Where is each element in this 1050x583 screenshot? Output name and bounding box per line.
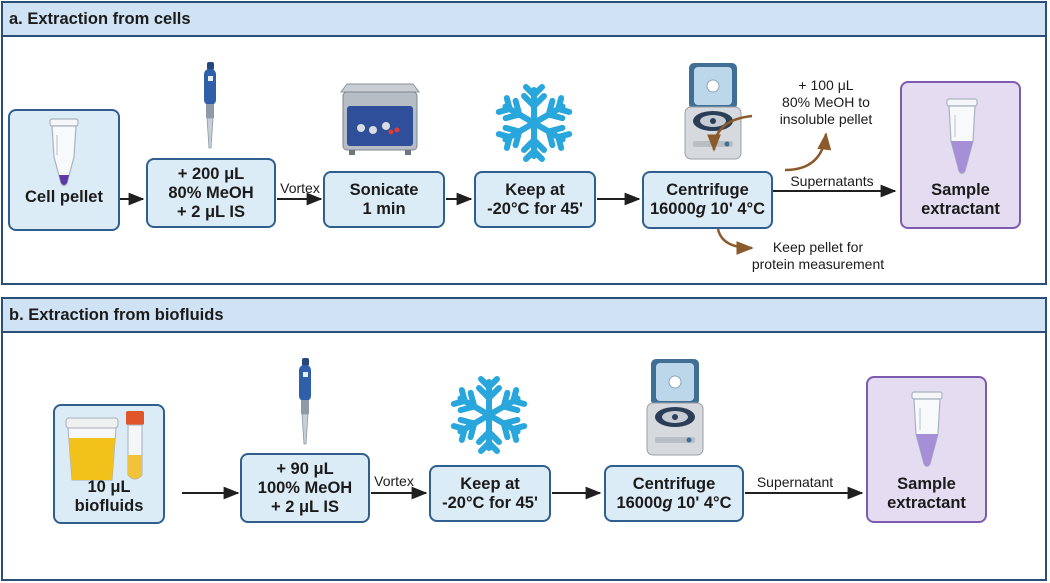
vortex-label-b: Vortex bbox=[374, 473, 414, 489]
time-temp: 10' 4°C bbox=[672, 493, 732, 512]
blood-tube-icon bbox=[126, 411, 144, 480]
panel-a: a. Extraction from cells bbox=[1, 1, 1047, 285]
snowflake-icon bbox=[451, 376, 527, 453]
step-keep-cold-b: Keep at -20°C for 45' bbox=[429, 465, 551, 522]
step-keep-cold-a: Keep at -20°C for 45' bbox=[474, 171, 596, 228]
panel-a-title: a. Extraction from cells bbox=[3, 3, 1045, 37]
step-biofluids-line2: biofluids bbox=[74, 497, 144, 515]
time-temp: 10' 4°C bbox=[705, 200, 766, 218]
step-centrifuge-a-line2: 16000g 10' 4°C bbox=[650, 200, 765, 219]
pipette-icon bbox=[204, 62, 216, 149]
step-add-methanol-b: + 90 μL 100% MeOH + 2 μL IS bbox=[240, 453, 370, 523]
urine-cup-icon bbox=[65, 417, 119, 481]
pellet-note-line1: Keep pellet for bbox=[772, 239, 864, 255]
step-add-methanol-b-line2: 100% MeOH bbox=[257, 478, 353, 497]
step-add-methanol-line3: + 2 μL IS bbox=[176, 202, 246, 221]
step-sonicate: Sonicate 1 min bbox=[323, 171, 445, 228]
ultrasonic-bath-icon bbox=[340, 83, 420, 155]
step-centrifuge-b-line1: Centrifuge bbox=[632, 474, 716, 493]
vortex-label-a: Vortex bbox=[280, 180, 320, 196]
step-centrifuge-a-line1: Centrifuge bbox=[666, 181, 749, 199]
supernatant-label: Supernatant bbox=[756, 474, 834, 490]
resuspend-note-line1: + 100 μL bbox=[798, 77, 854, 93]
brown-arrow-centrifuge bbox=[707, 114, 753, 152]
step-biofluids-line1: 10 μL bbox=[87, 478, 131, 496]
step-keep-cold-a-line1: Keep at bbox=[505, 180, 565, 199]
extractant-b-line2: extractant bbox=[887, 494, 966, 512]
pellet-note-line2: protein measurement bbox=[751, 256, 885, 272]
microcentrifuge-tube-icon bbox=[911, 391, 943, 468]
resuspend-note-line2: 80% MeOH to bbox=[782, 94, 870, 110]
brown-arrow-pellet bbox=[716, 228, 754, 255]
resuspend-note: + 100 μL 80% MeOH to insoluble pellet bbox=[762, 77, 890, 128]
step-sonicate-line1: Sonicate bbox=[349, 180, 419, 199]
step-add-methanol: + 200 μL 80% MeOH + 2 μL IS bbox=[146, 158, 276, 228]
step-keep-cold-b-line2: -20°C for 45' bbox=[442, 493, 538, 512]
extractant-a-line1: Sample bbox=[931, 181, 990, 199]
step-cell-pellet-label: Cell pellet bbox=[25, 188, 103, 206]
step-keep-cold-b-line1: Keep at bbox=[460, 474, 520, 493]
brown-arrow-resuspend bbox=[784, 132, 832, 172]
step-centrifuge-b: Centrifuge 16000g 10' 4°C bbox=[604, 465, 744, 522]
g-unit: g bbox=[695, 200, 706, 218]
pipette-icon bbox=[299, 358, 311, 445]
microcentrifuge-tube-icon bbox=[946, 98, 978, 175]
extractant-a-line2: extractant bbox=[921, 200, 1000, 218]
step-add-methanol-line2: 80% MeOH bbox=[168, 183, 254, 202]
step-sonicate-line2: 1 min bbox=[362, 199, 406, 218]
supernatants-label: Supernatants bbox=[790, 173, 874, 189]
panel-a-arrows bbox=[120, 132, 897, 255]
centrifuge-icon bbox=[684, 63, 742, 160]
pellet-note: Keep pellet for protein measurement bbox=[734, 239, 902, 273]
extractant-b-line1: Sample bbox=[897, 475, 956, 493]
step-add-methanol-b-line3: + 2 μL IS bbox=[270, 497, 340, 516]
speed-value: 16000 bbox=[649, 200, 696, 218]
speed-value: 16000 bbox=[616, 493, 663, 512]
step-add-methanol-line1: + 200 μL bbox=[177, 164, 245, 183]
resuspend-note-line3: insoluble pellet bbox=[779, 111, 873, 127]
step-add-methanol-b-line1: + 90 μL bbox=[276, 459, 334, 478]
step-centrifuge-b-line2: 16000g 10' 4°C bbox=[616, 494, 731, 513]
snowflake-icon bbox=[496, 84, 572, 161]
step-centrifuge-a: Centrifuge 16000g 10' 4°C bbox=[642, 171, 773, 229]
panel-b-title: b. Extraction from biofluids bbox=[3, 299, 1045, 333]
step-keep-cold-a-line2: -20°C for 45' bbox=[487, 199, 583, 218]
centrifuge-icon bbox=[646, 359, 704, 456]
g-unit: g bbox=[662, 493, 673, 512]
microcentrifuge-tube-icon bbox=[49, 118, 79, 187]
